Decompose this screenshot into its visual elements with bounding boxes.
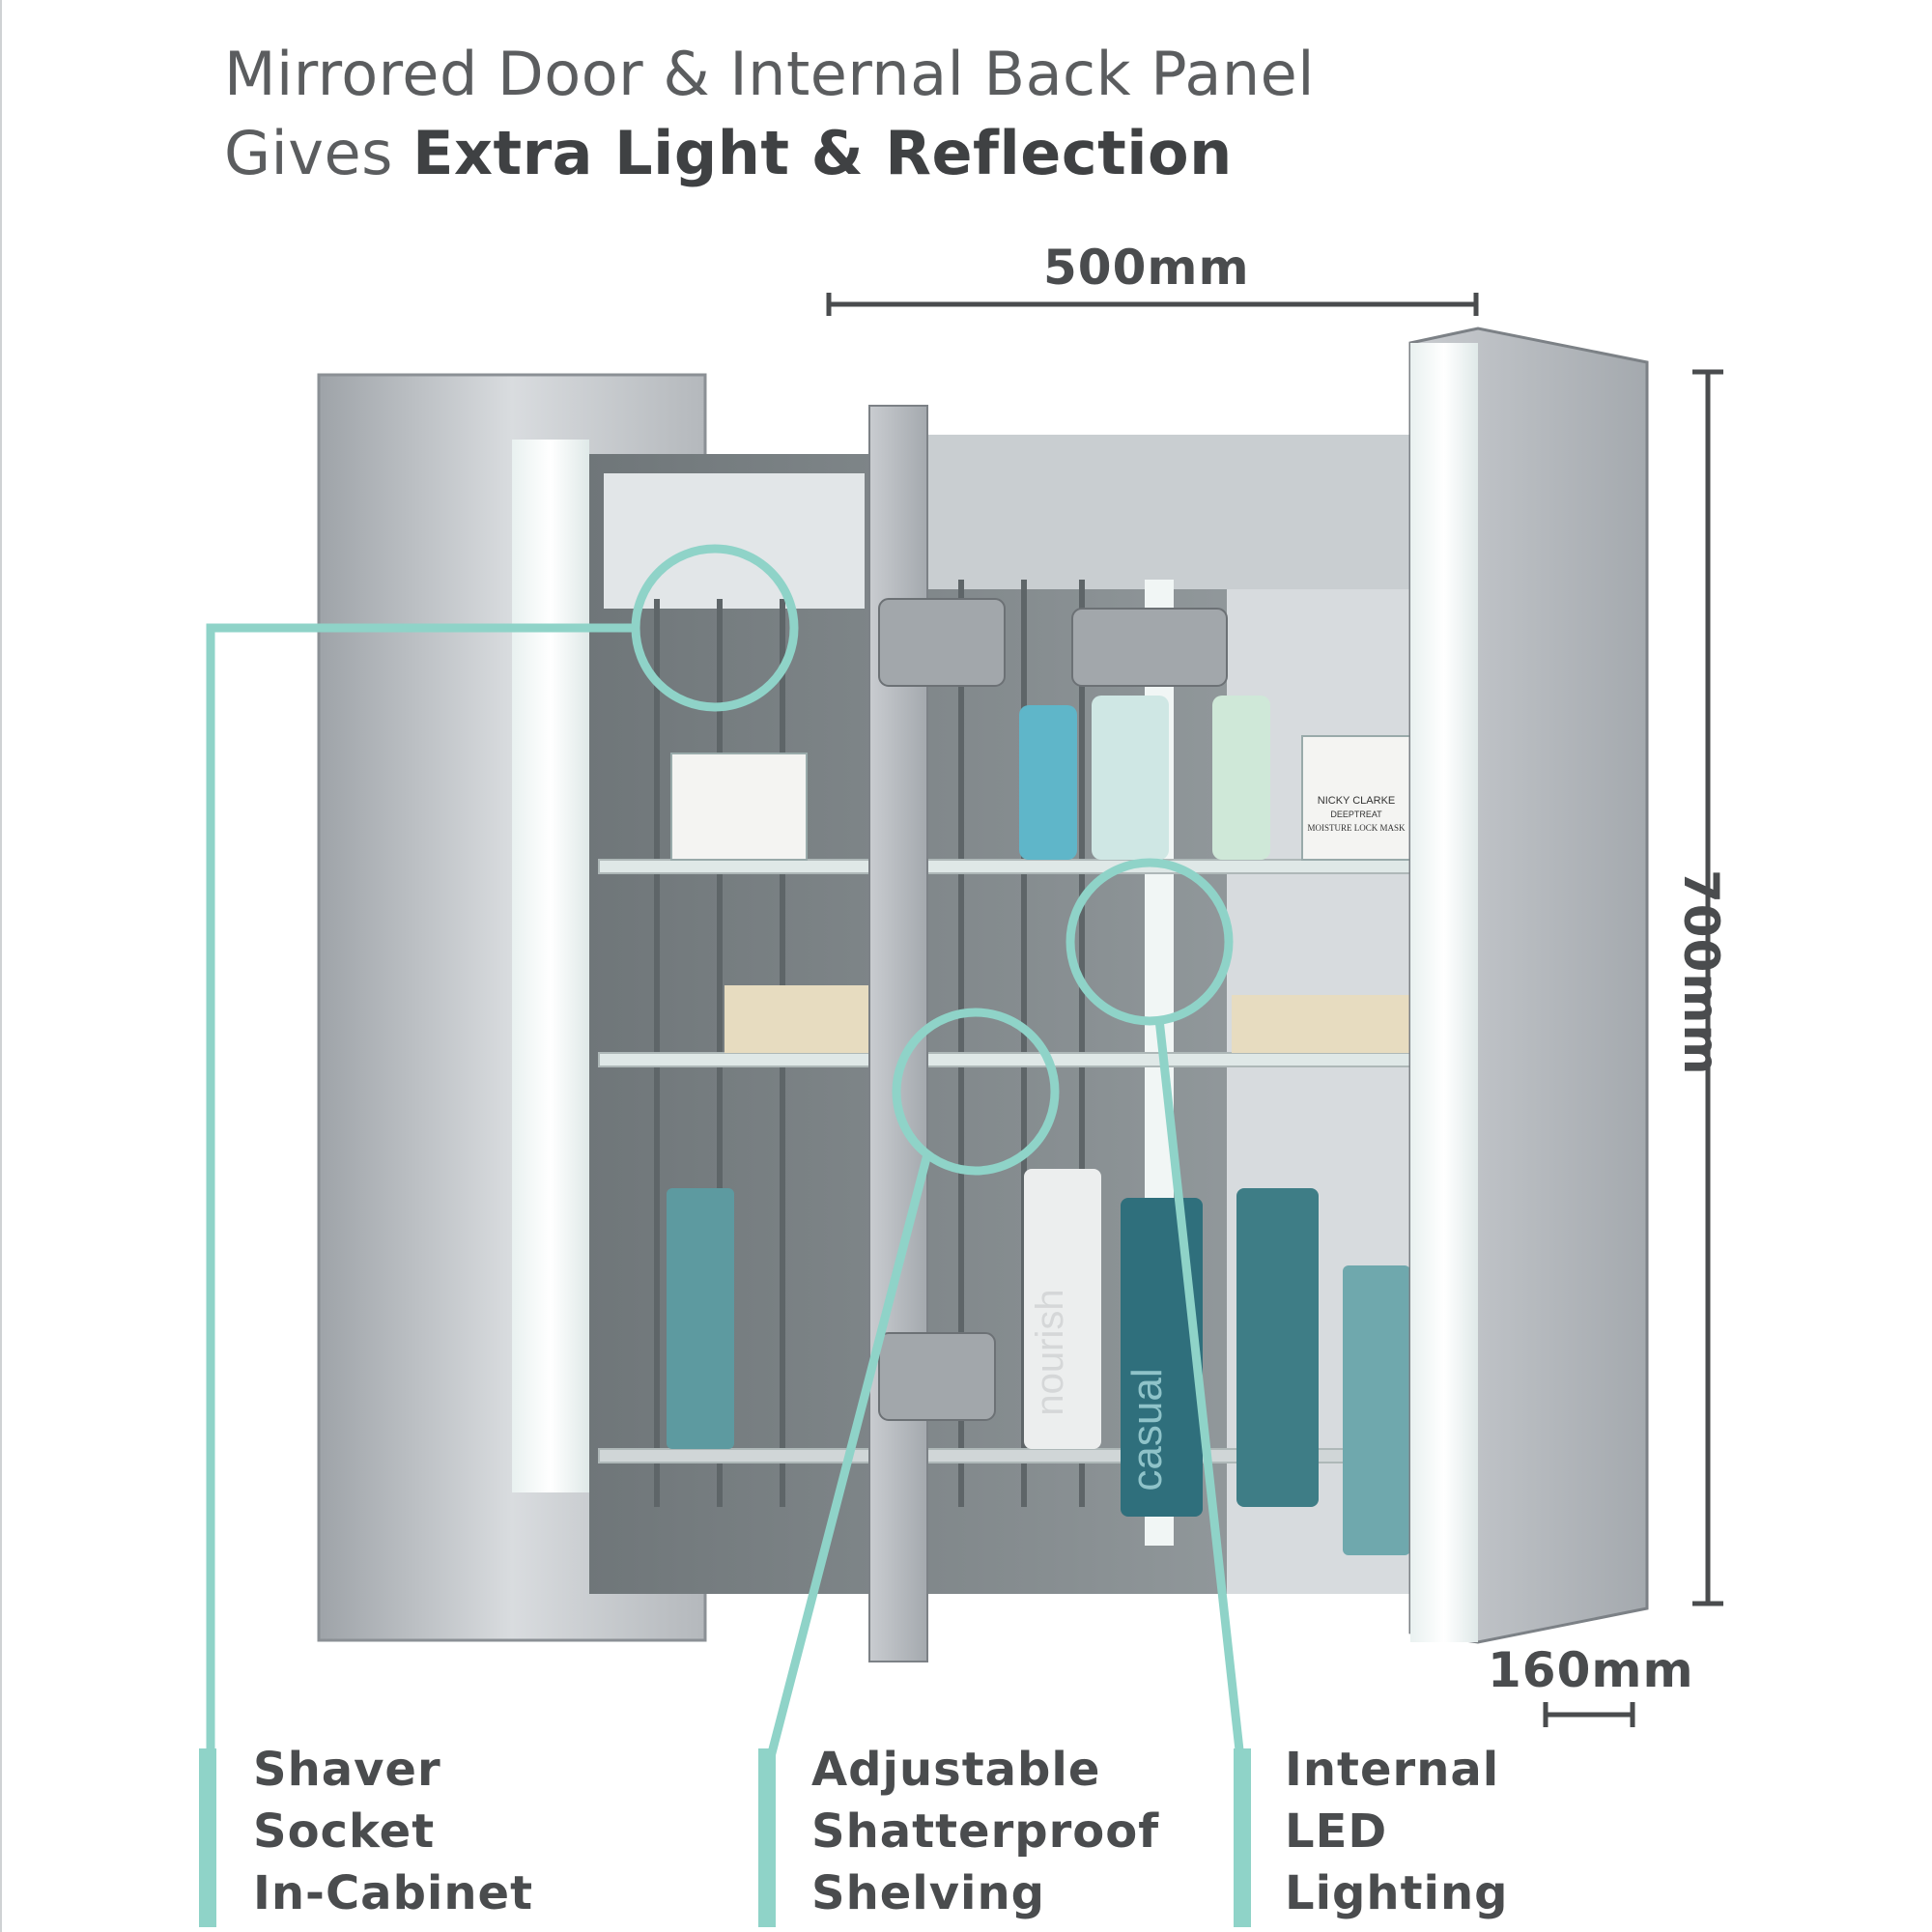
image-left-border	[0, 0, 2, 1932]
cabinet-interior	[589, 435, 1411, 1594]
feature-shelving-line-2: Shatterproof	[811, 1804, 1160, 1859]
feature-led-line-3: Lighting	[1285, 1866, 1509, 1920]
jar-name-text: MOISTURE LOCK MASK	[1307, 823, 1406, 833]
feature-socket-line-2: Socket	[253, 1804, 436, 1859]
width-dimension-label: 500mm	[1043, 240, 1250, 296]
feature-led-line-1: Internal	[1285, 1743, 1500, 1797]
feature-bar-led	[1234, 1748, 1251, 1927]
headline-line-2-prefix: Gives	[224, 118, 413, 188]
feature-label-shelving: Adjustable Shatterproof Shelving	[811, 1739, 1159, 1924]
callout-circle-led	[1065, 858, 1234, 1026]
feature-label-led: Internal LED Lighting	[1285, 1739, 1509, 1924]
hinge-bottom	[878, 1332, 996, 1421]
dimension-lines	[826, 293, 1723, 1727]
headline: Mirrored Door & Internal Back Panel Give…	[224, 35, 1315, 193]
feature-socket-line-3: In-Cabinet	[253, 1866, 534, 1920]
door-led-strip	[512, 440, 589, 1492]
hinge-top-right	[1071, 608, 1228, 687]
feature-socket-line-1: Shaver	[253, 1743, 441, 1797]
depth-dimension-label: 160mm	[1488, 1642, 1694, 1698]
cabinet-side-panel	[1408, 327, 1649, 1644]
feature-shelving-line-3: Shelving	[811, 1866, 1046, 1920]
side-led-strip	[1410, 343, 1478, 1642]
feature-shelving-line-1: Adjustable	[811, 1743, 1101, 1797]
headline-line-2-bold: Extra Light & Reflection	[412, 118, 1233, 188]
callout-circle-shelf	[892, 1008, 1060, 1176]
bottle-text: nourish	[1029, 1289, 1071, 1415]
leader-line-socket	[206, 623, 637, 1922]
jar-brand-text: NICKY CLARKE	[1318, 795, 1396, 807]
headline-line-1: Mirrored Door & Internal Back Panel	[224, 39, 1316, 109]
jar-line-text: DEEPTREAT	[1330, 810, 1382, 819]
headline-line-2: Gives Extra Light & Reflection	[224, 114, 1315, 193]
feature-bar-socket	[199, 1748, 216, 1927]
can-text: casual	[1123, 1368, 1171, 1491]
hinge-top	[878, 598, 1006, 687]
feature-led-line-2: LED	[1285, 1804, 1388, 1859]
feature-label-socket: Shaver Socket In-Cabinet	[253, 1739, 533, 1924]
feature-bar-shelving	[758, 1748, 776, 1927]
